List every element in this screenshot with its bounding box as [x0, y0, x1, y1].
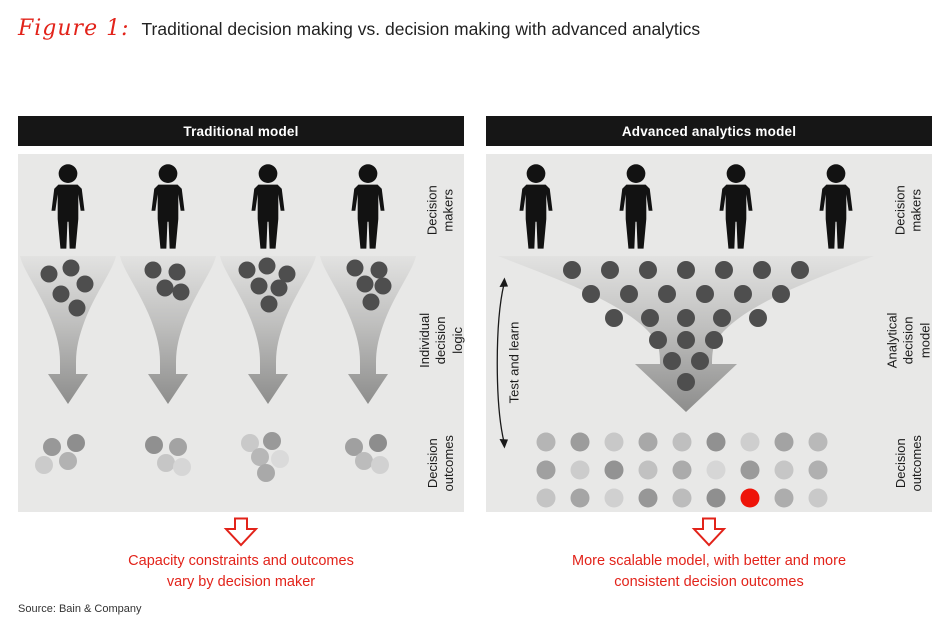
traditional-column: Traditional model [18, 116, 464, 593]
traditional-below: Capacity constraints and outcomes vary b… [18, 517, 464, 593]
analytical-model-dots [563, 261, 809, 391]
analytics-below: More scalable model, with better and mor… [486, 517, 932, 593]
decision-makers-icons [51, 164, 385, 249]
person-icon [719, 164, 753, 249]
decision-makers-icons [519, 164, 853, 249]
analytics-column: Advanced analytics model [486, 116, 932, 593]
analytics-panel-body: Test and learn Decision makers Analytica… [486, 154, 932, 512]
analytics-caption: More scalable model, with better and mor… [571, 553, 847, 591]
decision-logic-dots [40, 257, 392, 317]
outcome-dots [35, 432, 389, 482]
figure-label: Figure 1: [18, 16, 130, 41]
person-icon [51, 164, 85, 249]
person-icon [351, 164, 385, 249]
label-decision-outcomes: Decision outcomes [424, 434, 457, 492]
funnel-arrow-graphic [20, 256, 116, 404]
funnel-arrow-graphic [220, 256, 316, 404]
label-decision-outcomes: Decision outcomes [892, 434, 925, 492]
figure-title-row: Figure 1: Traditional decision making vs… [18, 16, 932, 41]
funnel-arrow-graphic [120, 256, 216, 404]
highlighted-outcome-dot [740, 488, 760, 508]
analytics-panel-header: Advanced analytics model [486, 116, 932, 146]
person-icon [819, 164, 853, 249]
person-icon [151, 164, 185, 249]
red-outline-down-arrow-icon [691, 517, 727, 547]
label-decision-makers: Decision makers [892, 185, 925, 235]
panels-row: Traditional model [18, 116, 932, 593]
label-decision-makers: Decision makers [424, 185, 457, 235]
red-outline-down-arrow-icon [223, 517, 259, 547]
person-icon [251, 164, 285, 249]
source-note: Source: Bain & Company [18, 603, 142, 616]
double-headed-curved-arrow-icon [496, 277, 508, 449]
label-analytical-decision-model: Analytical decision model [884, 312, 933, 368]
figure-title: Traditional decision making vs. decision… [141, 19, 701, 39]
outcome-dots-grid [536, 432, 828, 508]
traditional-diagram [20, 164, 416, 482]
analytics-diagram [498, 164, 874, 508]
person-icon [519, 164, 553, 249]
traditional-panel-body: Decision makers Individual decision logi… [18, 154, 464, 512]
traditional-caption: Capacity constraints and outcomes vary b… [128, 553, 354, 591]
person-icon [619, 164, 653, 249]
traditional-panel-header: Traditional model [18, 116, 464, 146]
label-individual-decision-logic: Individual decision logic [416, 312, 465, 368]
label-test-and-learn: Test and learn [506, 321, 522, 403]
